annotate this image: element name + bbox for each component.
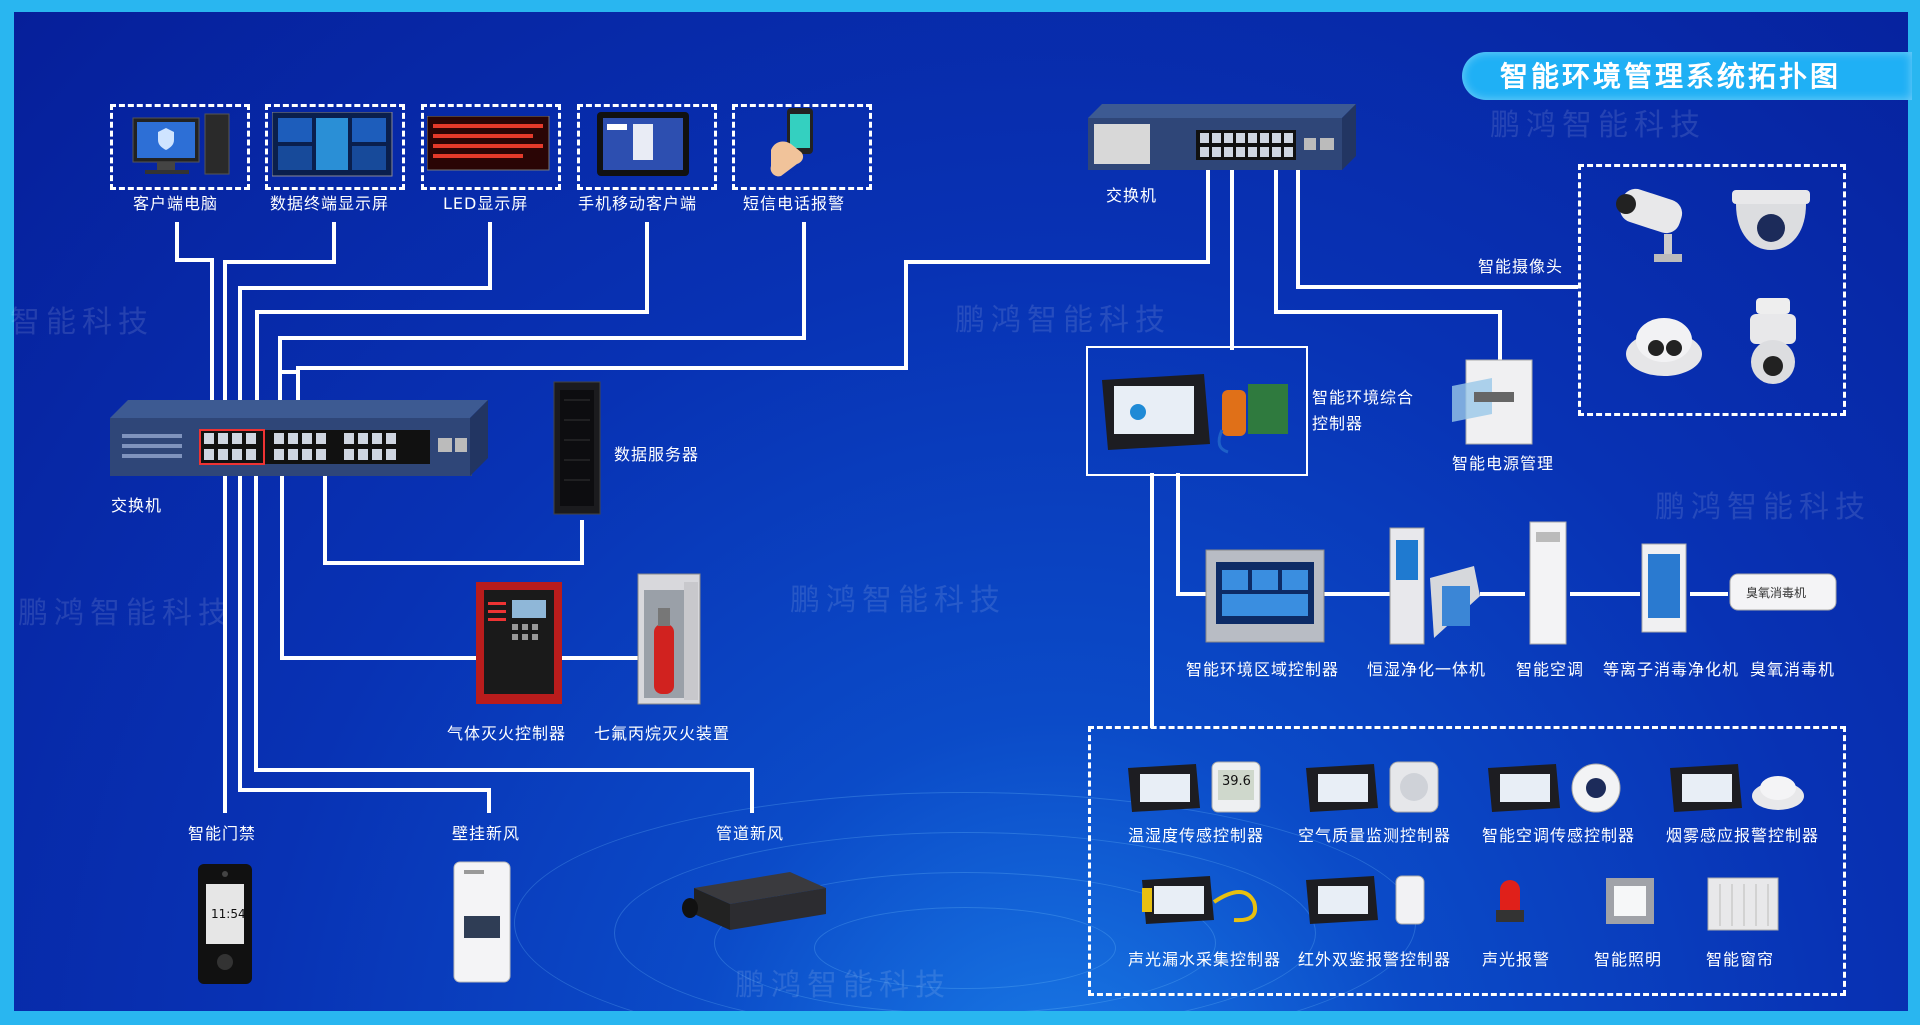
ptz-camera-icon	[1750, 298, 1796, 384]
dashboard-screen-icon	[272, 112, 393, 177]
smart-ac-label: 智能空调	[1516, 660, 1585, 679]
floor-ac-icon	[1529, 521, 1567, 645]
phone-in-hand-icon	[770, 108, 813, 177]
thermometer-reading: 39.6	[1222, 774, 1251, 789]
alarm-beacon-icon	[1496, 880, 1524, 922]
terminal-time: 11:54	[211, 907, 246, 921]
fire-extinguisher-cabinet-icon	[637, 573, 701, 705]
client-pc-icon	[132, 113, 230, 175]
right-switch-label: 交换机	[1106, 186, 1158, 205]
ac-sensor-icon	[1488, 763, 1621, 813]
led-display-label: LED显示屏	[443, 194, 529, 213]
sensor-group-frame	[1088, 726, 1846, 996]
client-pc-frame	[110, 104, 250, 190]
env-controller-label-line2: 控制器	[1312, 414, 1364, 433]
data-display-label: 数据终端显示屏	[270, 194, 390, 213]
air-quality-sensor-icon	[1306, 761, 1439, 813]
gas-fire-controller-label: 气体灭火控制器	[447, 724, 567, 743]
light-panel-icon	[1606, 878, 1654, 924]
zone-controller-label: 智能环境区域控制器	[1186, 660, 1340, 679]
humidity-purifier-label: 恒湿净化一体机	[1367, 660, 1487, 679]
led-display-frame	[421, 104, 561, 190]
duct-fresh-air-label: 管道新风	[716, 824, 785, 843]
bullet-camera-icon	[1616, 188, 1683, 262]
ozone-disinfector-label: 臭氧消毒机	[1750, 660, 1836, 679]
power-distribution-box-icon	[1452, 359, 1533, 445]
temp-humidity-sensor-icon	[1128, 761, 1261, 813]
page-title: 智能环境管理系统拓扑图	[1500, 60, 1842, 93]
server-rack-icon	[553, 381, 601, 515]
diagram-canvas	[14, 12, 1908, 1011]
smart-camera-label: 智能摄像头	[1478, 257, 1564, 276]
ripple-ring	[814, 907, 1116, 989]
zone-controller-panel-icon	[1205, 549, 1325, 643]
data-display-frame	[265, 104, 405, 190]
air-quality-label: 空气质量监测控制器	[1298, 826, 1452, 845]
env-controller-icon	[1102, 374, 1288, 454]
mobile-client-label: 手机移动客户端	[578, 194, 698, 213]
title-banner	[1462, 52, 1912, 100]
humidity-purifier-icon	[1389, 527, 1480, 645]
ozone-disinfector-icon	[1729, 573, 1837, 611]
ac-sensor-label: 智能空调传感控制器	[1482, 826, 1636, 845]
turret-camera-icon	[1626, 318, 1702, 376]
right-switch-icon	[1088, 104, 1356, 170]
left-switch-label: 交换机	[111, 496, 163, 515]
curtain-icon	[1707, 877, 1779, 931]
client-pc-label: 客户端电脑	[133, 194, 219, 213]
ripple-ring	[714, 872, 1216, 1011]
dome-camera-icon	[1732, 190, 1810, 250]
sms-alarm-frame	[732, 104, 872, 190]
data-server-label: 数据服务器	[614, 445, 700, 464]
smoke-alarm-label: 烟雾感应报警控制器	[1666, 826, 1820, 845]
wall-fresh-air-label: 壁挂新风	[452, 824, 521, 843]
plasma-purifier-label: 等离子消毒净化机	[1603, 660, 1740, 679]
water-leak-label: 声光漏水采集控制器	[1128, 950, 1282, 969]
smoke-sensor-icon	[1670, 764, 1804, 812]
led-screen-icon	[427, 116, 550, 171]
wall-ventilator-icon	[453, 861, 511, 983]
camera-group-frame	[1578, 164, 1846, 416]
smart-curtain-label: 智能窗帘	[1706, 950, 1775, 969]
access-control-label: 智能门禁	[188, 824, 257, 843]
temp-humidity-label: 温湿度传感控制器	[1128, 826, 1265, 845]
plasma-purifier-icon	[1641, 543, 1687, 633]
sms-alarm-label: 短信电话报警	[743, 194, 846, 213]
tablet-icon	[597, 112, 689, 176]
face-recognition-terminal-icon	[198, 864, 252, 984]
water-leak-sensor-icon	[1142, 876, 1257, 924]
hfc-extinguisher-label: 七氟丙烷灭火装置	[594, 724, 731, 743]
sound-light-alarm-label: 声光报警	[1482, 950, 1551, 969]
env-controller-frame	[1086, 346, 1308, 476]
smart-lighting-label: 智能照明	[1594, 950, 1663, 969]
mobile-client-frame	[577, 104, 717, 190]
infrared-label: 红外双鉴报警控制器	[1298, 950, 1452, 969]
fire-control-panel-icon	[476, 582, 562, 704]
left-switch-icon	[110, 400, 488, 476]
infrared-sensor-icon	[1306, 875, 1425, 925]
smart-power-label: 智能电源管理	[1452, 454, 1555, 473]
ozone-panel-text: 臭氧消毒机	[1746, 586, 1807, 600]
env-controller-label-line1: 智能环境综合	[1312, 388, 1415, 407]
duct-ventilator-icon	[682, 872, 826, 930]
